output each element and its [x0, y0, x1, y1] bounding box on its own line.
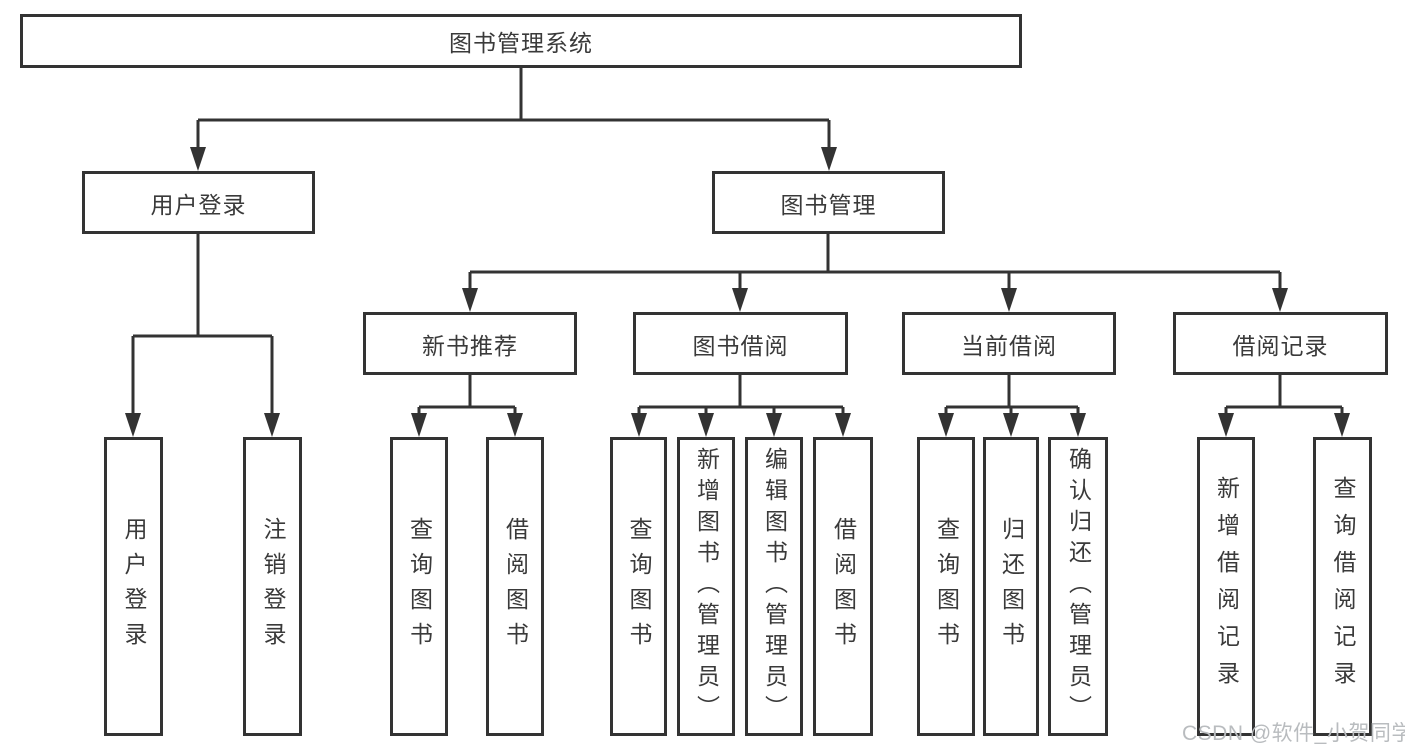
node-label: 用户登录 [150, 191, 247, 218]
node-label: 图书管理系统 [449, 30, 593, 56]
node-new-book-recommend: 新书推荐 [363, 312, 577, 375]
leaf-confirm-return-admin: 确认归还（管理员） [1048, 437, 1108, 736]
node-book-borrowing: 图书借阅 [633, 312, 848, 375]
leaf-return-books: 归还图书 [983, 437, 1039, 736]
node-label: 借阅记录 [1232, 332, 1329, 359]
node-label: 查询图书 [406, 516, 433, 657]
arrowhead [1272, 288, 1288, 312]
node-label: 借阅图书 [830, 516, 857, 657]
arrowhead [1070, 413, 1086, 437]
node-label: 确认归还（管理员） [1065, 447, 1092, 726]
arrowhead [264, 413, 280, 437]
node-label: 图书管理 [780, 191, 877, 218]
connector-borrow-records [1224, 375, 1344, 416]
leaf-query-borrow-record: 查询借阅记录 [1313, 437, 1372, 736]
leaf-user-login: 用户登录 [104, 437, 163, 736]
leaf-query-books-3: 查询图书 [917, 437, 975, 736]
node-user-login: 用户登录 [82, 171, 315, 234]
leaf-add-borrow-record: 新增借阅记录 [1197, 437, 1255, 736]
connector-book-borrow [637, 375, 845, 416]
node-label: 编辑图书（管理员） [761, 447, 788, 726]
connector-root [196, 68, 831, 150]
leaf-query-books-1: 查询图书 [390, 437, 448, 736]
leaf-add-books-admin: 新增图书（管理员） [677, 437, 735, 736]
node-root: 图书管理系统 [20, 14, 1022, 68]
arrowhead [766, 413, 782, 437]
csdn-watermark: CSDN @软件_小贺同学 [1182, 722, 1405, 745]
leaf-logout: 注销登录 [243, 437, 302, 736]
node-label: 新增借阅记录 [1213, 475, 1240, 698]
node-label: 当前借阅 [961, 332, 1057, 359]
node-label: 图书借阅 [692, 332, 789, 359]
arrowhead [938, 413, 954, 437]
node-label: 新增图书（管理员） [693, 447, 720, 726]
leaf-query-books-2: 查询图书 [610, 437, 667, 736]
arrowhead [1003, 413, 1019, 437]
arrowhead [732, 288, 748, 312]
arrowhead [821, 147, 837, 171]
node-label: 用户登录 [121, 516, 147, 657]
leaf-borrow-books-2: 借阅图书 [813, 437, 873, 736]
arrowhead [1001, 288, 1017, 312]
connector-book-mgmt [468, 234, 1282, 290]
leaf-edit-books-admin: 编辑图书（管理员） [745, 437, 803, 736]
arrowhead [190, 147, 206, 171]
arrowhead [1218, 413, 1234, 437]
node-borrowing-records: 借阅记录 [1173, 312, 1388, 375]
arrowhead [462, 288, 478, 312]
connector-user-login [131, 234, 274, 416]
arrowhead [698, 413, 714, 437]
leaf-borrow-books-1: 借阅图书 [486, 437, 544, 736]
connector-current-borrow [944, 375, 1080, 416]
arrowhead [1334, 413, 1350, 437]
arrowhead [411, 413, 427, 437]
connector-new-books [417, 375, 517, 416]
node-label: 查询图书 [626, 516, 652, 657]
node-label: 查询借阅记录 [1330, 475, 1356, 698]
arrowhead [835, 413, 851, 437]
arrowhead [125, 413, 141, 437]
arrowhead [507, 413, 523, 437]
node-book-management: 图书管理 [712, 171, 945, 234]
node-label: 查询图书 [933, 516, 960, 657]
arrowhead [631, 413, 647, 437]
node-label: 归还图书 [998, 516, 1025, 657]
node-label: 借阅图书 [502, 516, 529, 657]
node-label: 注销登录 [260, 516, 286, 657]
node-label: 新书推荐 [422, 332, 518, 359]
node-current-borrowing: 当前借阅 [902, 312, 1116, 375]
